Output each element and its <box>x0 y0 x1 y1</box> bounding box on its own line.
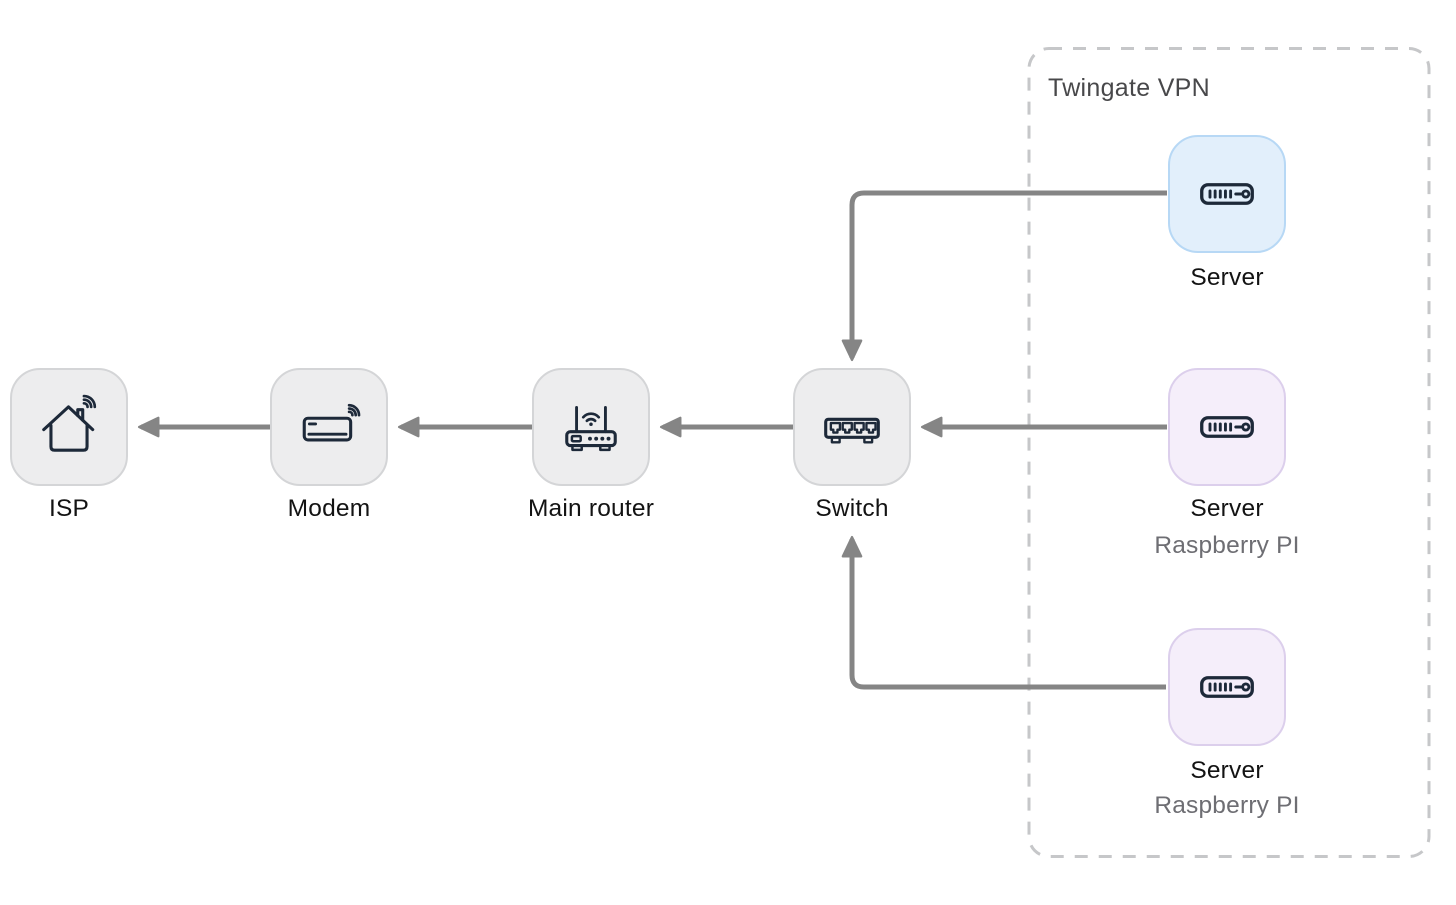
node-server-bottom-sublabel: Raspberry PI <box>1154 792 1300 819</box>
node-main-router[interactable] <box>532 368 650 486</box>
node-server-mid-label: Server <box>1190 495 1264 522</box>
node-switch-label: Switch <box>815 495 889 522</box>
node-modem-label: Modem <box>287 495 371 522</box>
node-switch[interactable] <box>793 368 911 486</box>
node-server-mid-sublabel: Raspberry PI <box>1154 532 1300 559</box>
node-isp-label: ISP <box>48 495 90 522</box>
rack-server-icon <box>1200 183 1254 205</box>
wifi-router-icon <box>565 405 617 452</box>
vpn-group-title: Twingate VPN <box>1048 74 1211 102</box>
edge-server-top-to-switch <box>841 190 1167 362</box>
network-switch-icon <box>824 417 880 444</box>
node-isp[interactable] <box>10 368 128 486</box>
vpn-group-border <box>1027 47 1431 858</box>
node-main-router-label: Main router <box>527 495 655 522</box>
node-modem[interactable] <box>270 368 388 486</box>
node-server-top[interactable] <box>1168 135 1286 253</box>
house-wifi-icon <box>42 394 97 452</box>
node-server-top-label: Server <box>1190 264 1264 291</box>
node-server-bottom-label: Server <box>1190 757 1264 784</box>
edge-server-bottom-to-switch <box>841 535 1166 690</box>
node-server-mid[interactable] <box>1168 368 1286 486</box>
node-server-bottom[interactable] <box>1168 628 1286 746</box>
modem-wifi-icon <box>302 403 361 442</box>
rack-server-icon <box>1200 676 1254 698</box>
rack-server-icon <box>1200 416 1254 438</box>
